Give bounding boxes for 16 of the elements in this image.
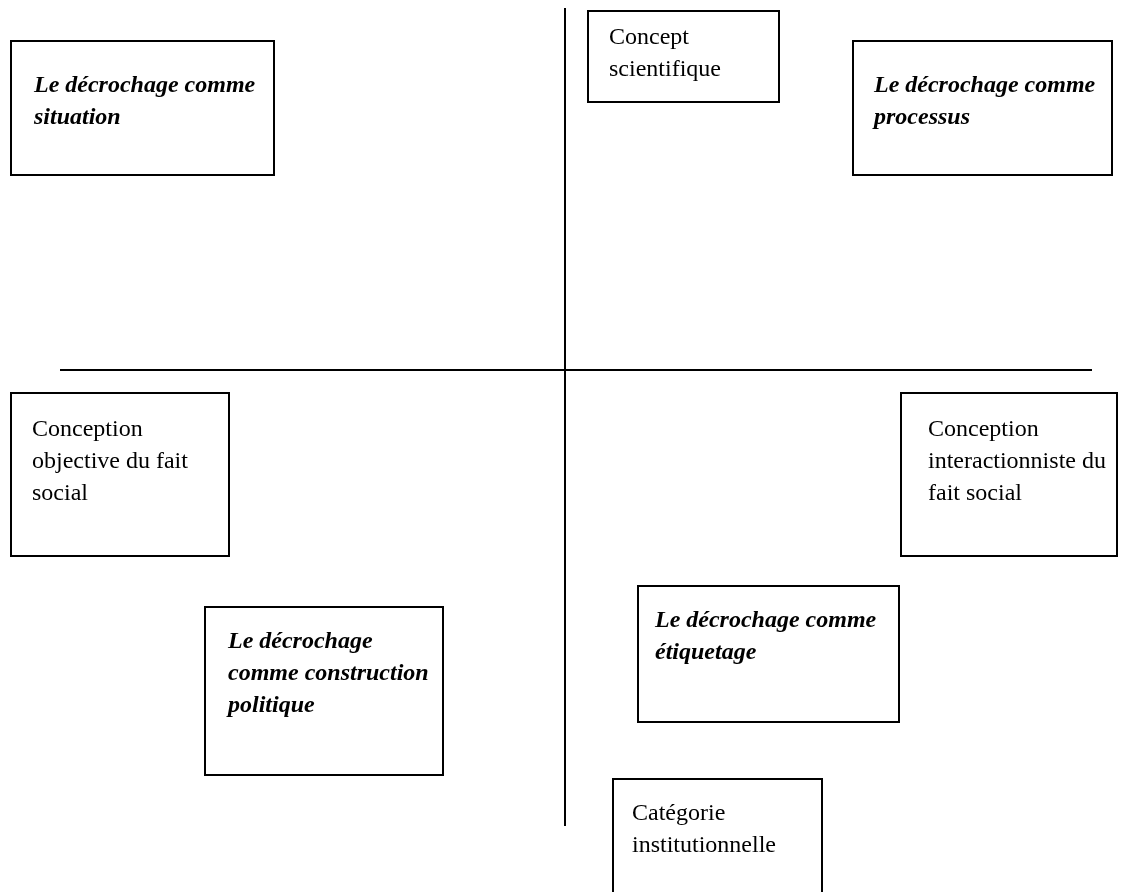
box-text: Conception objective du fait social: [32, 414, 189, 507]
concept-box: [10, 40, 275, 176]
box-text: Le décrochage comme situation: [34, 70, 257, 131]
concept-box: [900, 392, 1118, 557]
box-text: Catégorie institutionnelle: [632, 798, 777, 859]
concept-box: [204, 606, 444, 776]
box-text: Le décrochage comme construction politique: [228, 626, 430, 719]
concept-box: [612, 778, 823, 892]
concept-box: [852, 40, 1113, 176]
concept-box: [637, 585, 900, 723]
box-text: Le décrochage comme processus: [874, 70, 1097, 131]
concept-box: [587, 10, 780, 103]
concept-box: [10, 392, 230, 557]
box-text: Concept scientifique: [609, 22, 722, 83]
box-text: Le décrochage comme étiquetage: [655, 605, 878, 666]
box-text: Conception interactionniste du fait social: [928, 414, 1107, 507]
